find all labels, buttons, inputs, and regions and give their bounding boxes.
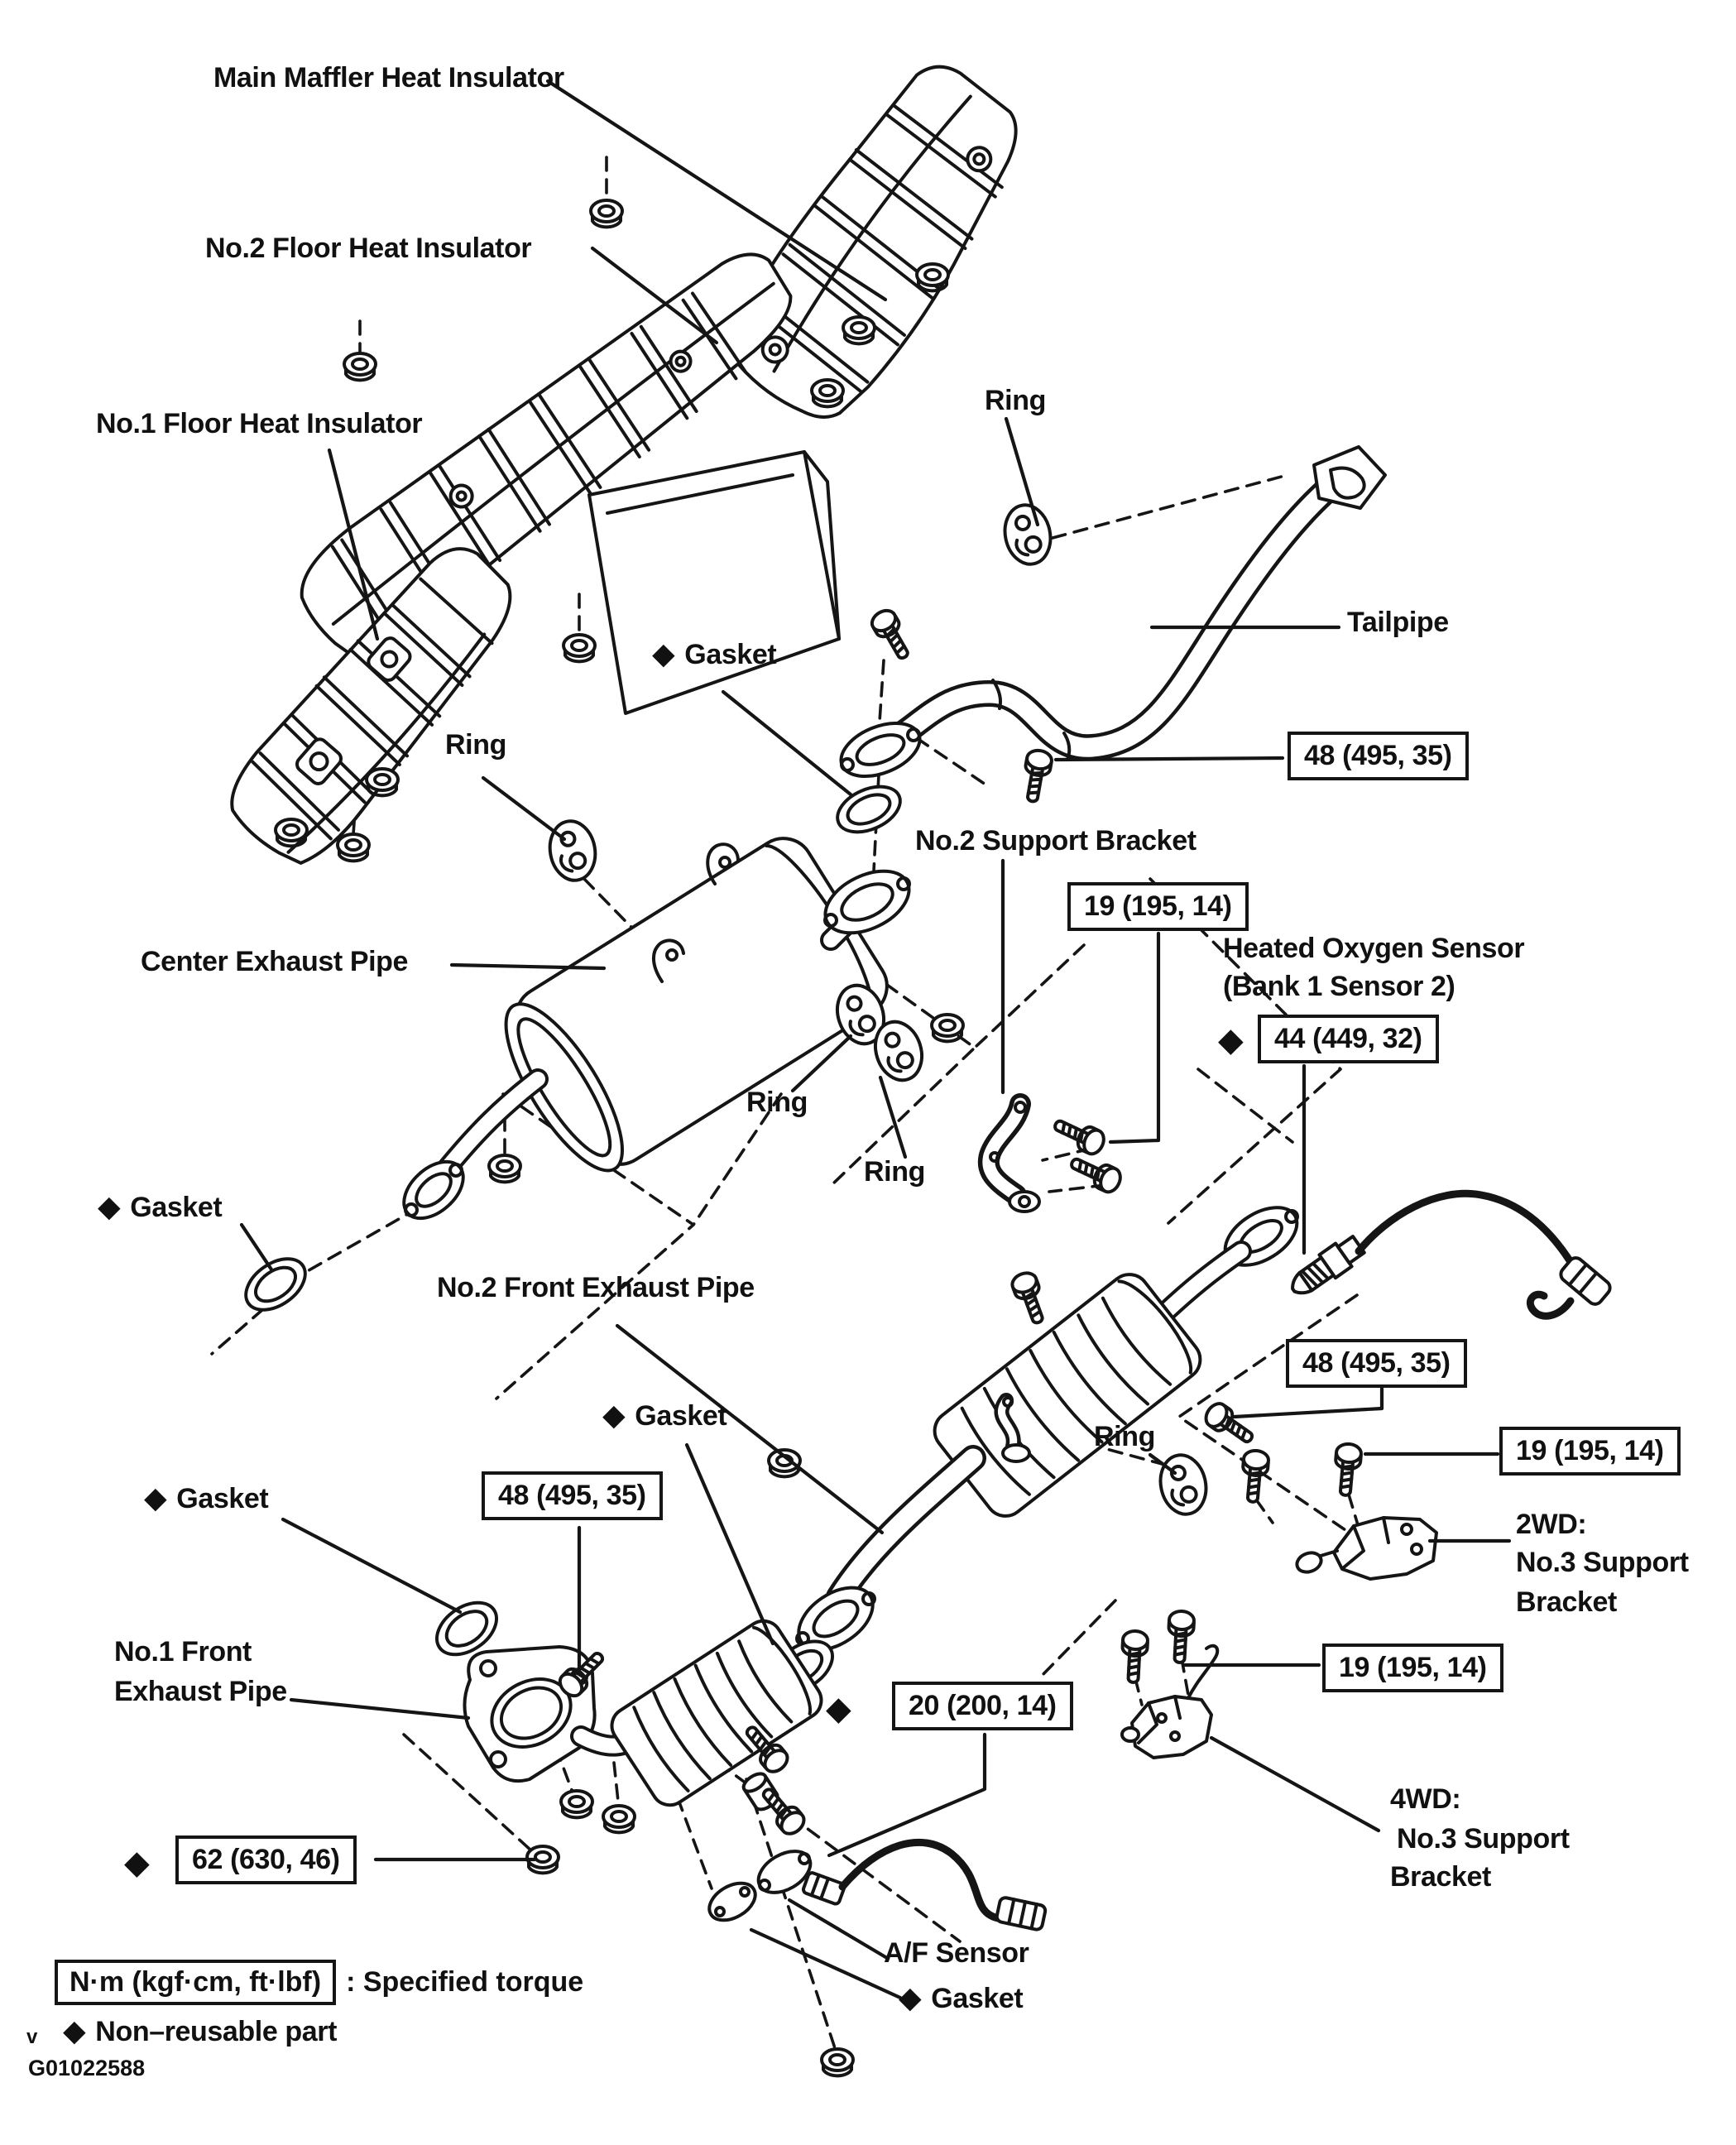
label-heated-oxygen-sensor-line2: (Bank 1 Sensor 2)	[1223, 971, 1455, 1002]
torque-48-heated-oxygen: 48 (495, 35)	[1286, 1339, 1467, 1388]
af-gasket-ring	[707, 1881, 757, 1922]
tailpipe	[839, 445, 1387, 779]
ring-cat-part	[1153, 1449, 1213, 1520]
gasket-rings	[244, 1257, 499, 1657]
support-bracket-2wd	[1295, 1516, 1438, 1581]
non-reusable-diamond: ◆	[826, 1691, 851, 1727]
no2-pipe-hanger-strap	[994, 1393, 1031, 1463]
gasket-center-ring	[244, 1257, 307, 1312]
label-af-sensor: A/F Sensor	[884, 1937, 1029, 1969]
center-exhaust-pipe	[402, 785, 911, 1221]
legend-nonreusable: ◆Non–reusable part	[63, 2013, 338, 2047]
non-reusable-diamond: ◆	[1218, 1022, 1244, 1058]
no1-catalytic-converter	[610, 1619, 823, 1807]
non-reusable-diamond: ◆	[144, 1480, 167, 1514]
main-muffler-heat-insulator	[733, 65, 1018, 419]
label-no2-floor-heat-insulator: No.2 Floor Heat Insulator	[205, 233, 532, 264]
label-no1-front-line2: Exhaust Pipe	[114, 1676, 287, 1707]
label-no2-support-bracket: No.2 Support Bracket	[915, 825, 1196, 857]
no2-support-bracket-part	[977, 1093, 1041, 1213]
af-sensor-part	[707, 1838, 1048, 1931]
label-gasket-af: ◆Gasket	[899, 1980, 1024, 2014]
muffler-front-hanger-pin	[652, 938, 685, 983]
ring-muffler-front-part	[544, 815, 602, 886]
figure-code: G01022588	[28, 2056, 146, 2080]
tailpipe-flange	[839, 721, 922, 779]
label-gasket-no2-rear: ◆Gasket	[602, 1398, 727, 1432]
label-no1-floor-heat-insulator: No.1 Floor Heat Insulator	[96, 408, 423, 439]
label-ring-tailpipe: Ring	[985, 385, 1046, 416]
tailpipe-hanger-bracket	[1312, 445, 1387, 510]
label-4wd-line3: Bracket	[1390, 1861, 1491, 1893]
label-gasket-no1-front: ◆Gasket	[144, 1480, 269, 1514]
label-center-exhaust-pipe: Center Exhaust Pipe	[141, 946, 409, 977]
label-ring-cat: Ring	[1094, 1421, 1155, 1452]
no1-front-exhaust-pipe	[463, 1619, 823, 1811]
legend-torque-caption: : Specified torque	[346, 1966, 584, 1998]
label-ring-muffler-rear: Ring	[746, 1087, 808, 1118]
torque-19-2wd: 19 (195, 14)	[1499, 1427, 1681, 1476]
gasket-no1-ring	[434, 1600, 499, 1657]
label-gasket-tailpipe: ◆Gasket	[652, 636, 777, 670]
label-ring-no2-support: Ring	[864, 1156, 925, 1188]
legend-torque-unit-box: N·m (kgf·cm, ft·lbf)	[55, 1960, 337, 2005]
no2-front-exhaust-pipe	[771, 1206, 1299, 1694]
torque-20-af-sensor: 20 (200, 14)	[892, 1682, 1073, 1730]
label-heated-oxygen-sensor-line1: Heated Oxygen Sensor	[1223, 933, 1525, 964]
torque-44-oxygen-sensor: 44 (449, 32)	[1258, 1015, 1439, 1063]
no2-rear-flange	[795, 1586, 876, 1652]
label-no1-front-line1: No.1 Front	[114, 1636, 252, 1668]
label-no2-front-exhaust-pipe: No.2 Front Exhaust Pipe	[437, 1272, 755, 1303]
label-2wd-line3: Bracket	[1516, 1586, 1617, 1618]
label-2wd-line2: No.3 Support	[1516, 1547, 1689, 1578]
non-reusable-diamond: ◆	[602, 1398, 626, 1432]
torque-19-no2-support: 19 (195, 14)	[1067, 882, 1249, 931]
assembly-dashed-lines	[210, 156, 1407, 2052]
label-4wd-line1: 4WD:	[1390, 1783, 1461, 1815]
leader-lines	[239, 79, 1512, 2000]
non-reusable-diamond: ◆	[98, 1189, 121, 1223]
torque-48-tailpipe: 48 (495, 35)	[1288, 732, 1469, 780]
torque-19-4wd: 19 (195, 14)	[1322, 1644, 1503, 1692]
muffler-outlet-flange	[823, 869, 911, 935]
legend-torque: N·m (kgf·cm, ft·lbf) : Specified torque	[55, 1960, 583, 2005]
torque-62-no1-flange: 62 (630, 46)	[175, 1835, 357, 1884]
support-bracket-4wd	[1120, 1644, 1220, 1759]
no1-floor-heat-insulator	[230, 547, 512, 865]
torque-48-no1-front: 48 (495, 35)	[482, 1471, 663, 1520]
non-reusable-diamond: ◆	[652, 636, 675, 670]
label-ring-muffler-front: Ring	[445, 729, 506, 761]
label-2wd-line1: 2WD:	[1516, 1509, 1587, 1540]
heated-oxygen-sensor	[1291, 1189, 1612, 1320]
non-reusable-diamond: ◆	[124, 1845, 150, 1881]
muffler-inlet-flange	[402, 1159, 465, 1221]
label-gasket-center: ◆Gasket	[98, 1189, 223, 1223]
label-tailpipe: Tailpipe	[1347, 607, 1449, 638]
ring-tailpipe-part	[998, 499, 1057, 570]
tailpipe-gasket-ring	[836, 785, 902, 834]
label-main-muffler-heat-insulator: Main Maffler Heat Insulator	[213, 62, 564, 94]
non-reusable-diamond: ◆	[63, 2013, 86, 2047]
label-4wd-line2: No.3 Support	[1397, 1823, 1570, 1855]
non-reusable-diamond: ◆	[899, 1980, 922, 2014]
muffler-rear-hanger-pin	[706, 842, 740, 885]
stray-scan-mark: v	[26, 2026, 38, 2048]
